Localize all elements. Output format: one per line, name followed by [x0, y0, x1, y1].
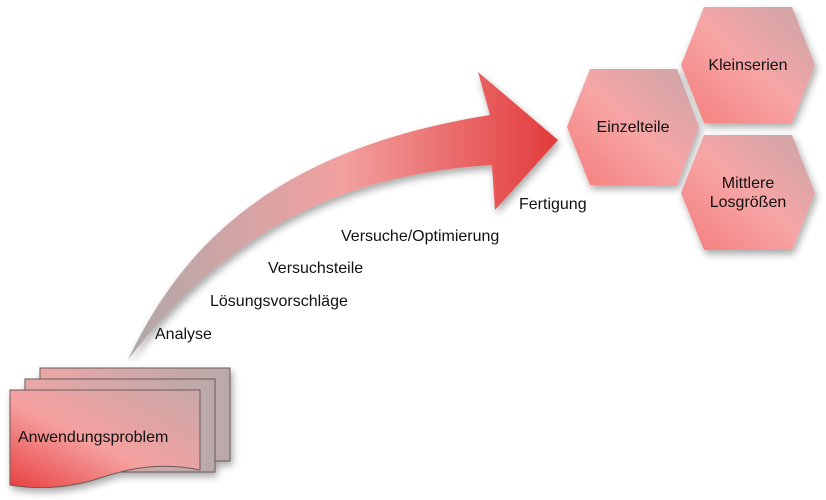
step-analyse: Analyse [155, 326, 212, 343]
hexagon-mittlere-losgroessen [681, 135, 815, 250]
document-stack [9, 367, 231, 489]
hexagon-kleinserien [681, 7, 815, 123]
process-arrow [128, 72, 558, 360]
outcome-kleinserien-label: Kleinserien [708, 56, 788, 74]
hexagon-einzelteile [567, 69, 699, 185]
outcome-line2: Losgrößen [709, 193, 787, 211]
step-fertigung: Fertigung [519, 196, 587, 213]
outcome-mittlere-losgroessen-label: Mittlere Losgrößen [681, 135, 815, 250]
start-label: Anwendungsproblem [18, 429, 169, 446]
outcome-einzelteile-label: Einzelteile [596, 118, 670, 136]
step-versuche-optimierung: Versuche/Optimierung [341, 228, 500, 245]
step-versuchsteile: Versuchsteile [268, 260, 364, 277]
outcome-line1: Mittlere [721, 174, 775, 192]
step-loesungsvorschlaege: Lösungsvorschläge [210, 293, 348, 310]
